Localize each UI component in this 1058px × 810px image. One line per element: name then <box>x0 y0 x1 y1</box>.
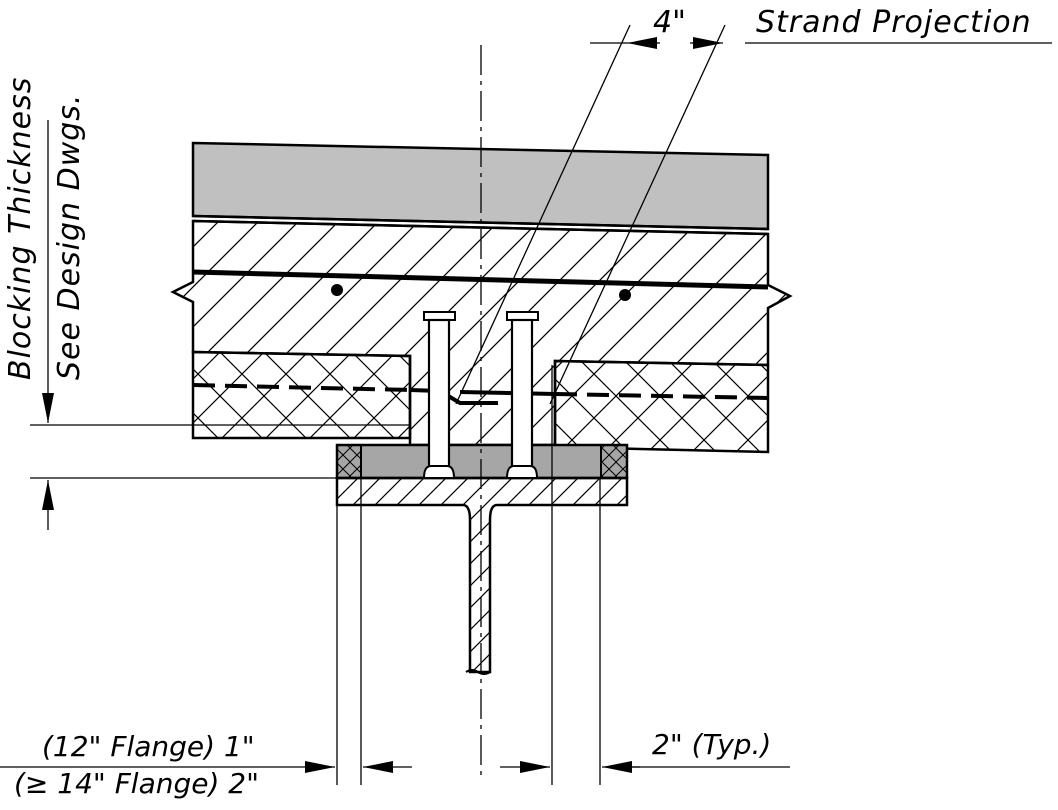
shear-stud-right <box>505 311 539 479</box>
flange-14-label: (≥ 14" Flange) 2" <box>14 767 259 800</box>
flange-12-label: (12" Flange) 1" <box>42 730 255 763</box>
blocking-thickness-label: Blocking Thickness <box>3 76 38 380</box>
strand-projection-dim-label: 4" <box>653 5 686 40</box>
strand-projection-label: Strand Projection <box>756 5 1032 40</box>
precast-panel-right <box>553 359 770 454</box>
steel-girder <box>335 476 629 675</box>
typ-dimension-label: 2" (Typ.) <box>652 728 772 761</box>
typical-2in-dimension <box>500 365 790 785</box>
blocking-thickness-dimension <box>30 120 410 530</box>
flange-edge-dimension <box>0 478 412 785</box>
strand-line <box>192 383 769 405</box>
strand-projection-dimension <box>455 24 1052 405</box>
shear-stud-left <box>422 311 456 479</box>
precast-panel-left <box>191 350 412 440</box>
haunch-blocking <box>335 443 629 480</box>
see-design-label: See Design Dwgs. <box>52 93 87 380</box>
rebar-dot-left <box>331 284 343 296</box>
rebar-dot-right <box>619 289 631 301</box>
